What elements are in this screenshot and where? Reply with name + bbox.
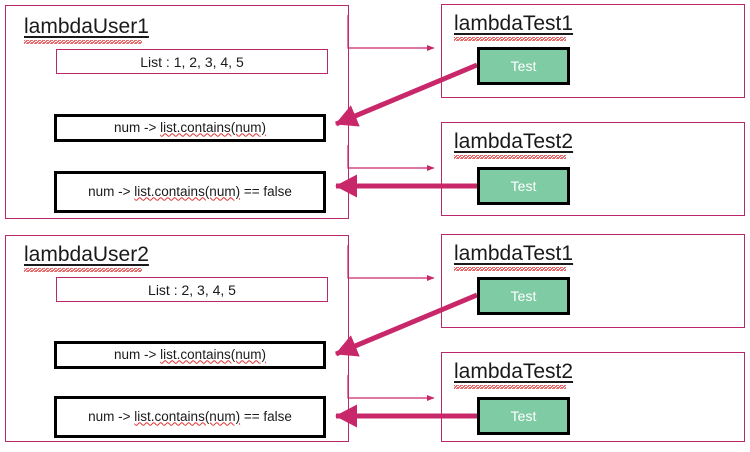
test-panel-1-1-title: lambdaTest1 [454,12,574,35]
call-arrow-user2-test1 [347,245,435,282]
spellcheck-squiggle [24,40,142,44]
lambda-code: list.contains(num) [134,183,241,199]
spellcheck-squiggle [24,268,142,272]
lambda-expression-text: num -> list.contains(num) [114,346,266,362]
lambda-expression-text: num -> list.contains(num) [114,119,266,135]
test-button-label: Test [510,408,537,424]
test-button-label: Test [510,58,537,74]
user-panel-1-list-box: List : 1, 2, 3, 4, 5 [56,49,328,74]
test-button-label: Test [510,288,537,304]
spellcheck-squiggle [454,155,566,159]
test-panel-2-1-title: lambdaTest1 [454,242,574,265]
user-panel-1-list-label: List : 1, 2, 3, 4, 5 [140,53,244,70]
user-panel-2-list-label: List : 2, 3, 4, 5 [148,281,236,298]
call-arrow-user2-test2 [347,375,435,402]
call-arrow-user1-test2 [347,145,435,172]
user-panel-1-lambda-box-1[interactable]: num -> list.contains(num) [54,114,326,142]
lambda-code: list.contains(num) [160,119,266,135]
test-panel-1-2-title: lambdaTest2 [454,130,574,153]
test-button-1-2[interactable]: Test [477,167,570,205]
user-panel-1: lambdaUser1 List : 1, 2, 3, 4, 5 num -> … [5,5,349,219]
lambda-code: list.contains(num) [160,346,266,362]
test-button-label: Test [510,178,537,194]
test-button-2-2[interactable]: Test [477,397,570,435]
user-panel-1-title: lambdaUser1 [24,15,149,38]
user-panel-2-lambda-box-1[interactable]: num -> list.contains(num) [54,341,326,369]
user-panel-2: lambdaUser2 List : 2, 3, 4, 5 num -> lis… [5,235,349,442]
lambda-code: list.contains(num) [134,408,241,424]
test-button-1-1[interactable]: Test [477,47,570,85]
test-panel-2-2-title: lambdaTest2 [454,360,574,383]
call-arrow-user1-test1 [347,15,435,52]
spellcheck-squiggle [454,37,566,41]
user-panel-1-lambda-box-2[interactable]: num -> list.contains(num) == false [54,171,326,213]
user-panel-2-list-box: List : 2, 3, 4, 5 [56,277,328,302]
lambda-expression-text: num -> list.contains(num) == false [88,408,292,424]
test-button-2-1[interactable]: Test [477,277,570,315]
user-panel-2-title: lambdaUser2 [24,243,149,266]
spellcheck-squiggle [454,267,566,271]
spellcheck-squiggle [454,385,566,389]
lambda-expression-text: num -> list.contains(num) == false [88,183,292,199]
user-panel-2-lambda-box-2[interactable]: num -> list.contains(num) == false [54,396,326,438]
